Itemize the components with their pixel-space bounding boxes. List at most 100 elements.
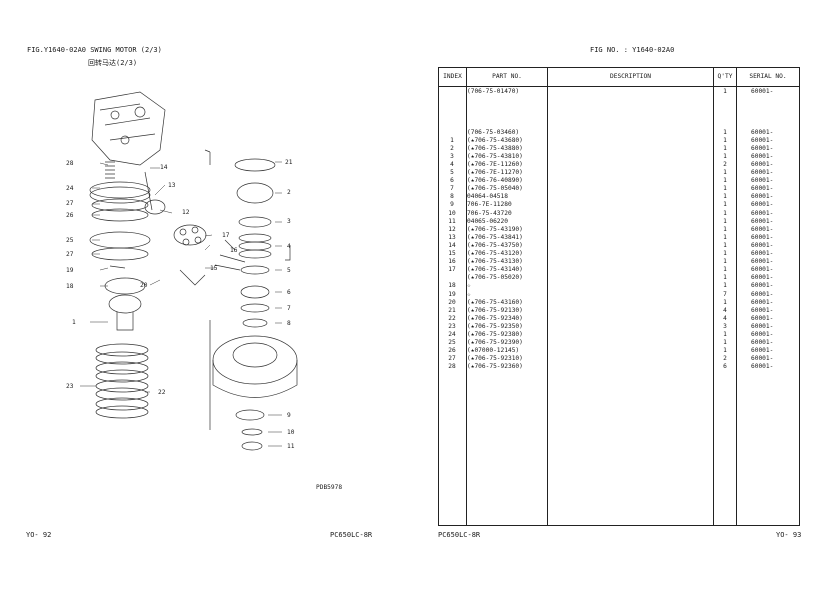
plate-21 bbox=[234, 158, 276, 172]
row-qty: 1 bbox=[723, 233, 727, 241]
row-part-no: ☆ bbox=[467, 290, 471, 298]
table-row: 2(★706-75-43880). BEARING···············… bbox=[439, 145, 799, 153]
row-part-no: (★706-7E-11270) bbox=[467, 169, 523, 176]
table-row: 13(★706-75-43841). PLATE,VALVE··········… bbox=[439, 234, 799, 242]
col-serial: SERIAL NO. bbox=[749, 73, 787, 80]
row-index: 5 bbox=[450, 169, 454, 176]
table-row: 16(★706-75-43130). RING,CENTER··········… bbox=[439, 258, 799, 266]
row-serial: 60001- bbox=[751, 128, 774, 136]
callout-28: 28 bbox=[66, 160, 74, 167]
retainer-18 bbox=[104, 277, 146, 295]
callout-25: 25 bbox=[66, 237, 74, 244]
row-part-no: (★706-75-43190) bbox=[467, 225, 523, 233]
row-part-no: (706-75-01470) bbox=[467, 88, 520, 95]
callout-3: 3 bbox=[287, 218, 291, 225]
callout-23: 23 bbox=[66, 383, 74, 390]
row-serial: 60001- bbox=[751, 290, 774, 298]
row-serial: 60001- bbox=[751, 225, 774, 233]
table-row: (706-75-01470)MOTOR ASS'Y···············… bbox=[439, 88, 799, 96]
row-qty: 1 bbox=[723, 169, 727, 176]
row-part-no: (★706-75-43160) bbox=[467, 298, 523, 306]
row-serial: 60001- bbox=[751, 355, 774, 363]
row-serial: 60001- bbox=[751, 177, 774, 185]
row-serial: 60001- bbox=[751, 306, 774, 314]
bearing-2 bbox=[236, 182, 274, 204]
row-part-no: 04065-06220 bbox=[467, 217, 508, 225]
row-part-no: (★706-75-43140) bbox=[467, 266, 523, 274]
row-qty: 1 bbox=[723, 266, 727, 274]
plate-stack-23-22 bbox=[95, 343, 149, 419]
row-serial: 60001- bbox=[751, 274, 774, 282]
row-part-no: (★706-75-43750) bbox=[467, 241, 523, 249]
callout-27: 27 bbox=[66, 200, 74, 207]
row-part-no: (★706-75-92340) bbox=[467, 314, 523, 322]
row-part-no: (★706-75-43130) bbox=[467, 258, 523, 266]
page-number-right: YO- 93 bbox=[776, 531, 802, 539]
row-qty: 2 bbox=[723, 355, 727, 363]
table-row: 26(★07000-12145). O-RING················… bbox=[439, 347, 799, 355]
callout-12: 12 bbox=[182, 209, 190, 216]
table-row: (★706-75-05020). RETAINER KIT···········… bbox=[439, 274, 799, 282]
row-part-no: (706-75-03460) bbox=[467, 128, 520, 136]
row-qty: 1 bbox=[723, 274, 727, 282]
row-part-no: (★706-76-40890) bbox=[467, 177, 523, 185]
spacer-3 bbox=[238, 216, 272, 228]
callout-10: 10 bbox=[287, 429, 295, 436]
row-part-no: (★706-75-92310) bbox=[467, 355, 523, 363]
table-row: 24(★706-75-92380). PISTON,BRAKE·········… bbox=[439, 331, 799, 339]
callout-24: 24 bbox=[66, 185, 74, 192]
table-row: 20(★706-75-43160). PISTON SUB ASS'Y·····… bbox=[439, 299, 799, 307]
row-index: 22 bbox=[448, 314, 456, 322]
row-serial: 60001- bbox=[751, 258, 774, 266]
row-part-no: (★706-75-43120) bbox=[467, 250, 523, 257]
bearing-6 bbox=[240, 285, 270, 299]
row-index: 13 bbox=[448, 233, 456, 241]
row-index: 25 bbox=[448, 339, 456, 347]
row-index: 7 bbox=[450, 185, 454, 193]
table-row: 14(★706-75-43750). PIN,DOWEL············… bbox=[439, 242, 799, 250]
row-part-no: (★706-75-05020) bbox=[467, 274, 523, 282]
row-part-no: (★706-75-43841) bbox=[467, 233, 523, 241]
row-part-no: (★706-75-92380) bbox=[467, 331, 523, 338]
row-serial: 60001- bbox=[751, 322, 774, 330]
row-index: 17 bbox=[448, 266, 456, 274]
model-label-left: PC650LC-8R bbox=[330, 531, 373, 539]
callout-15: 15 bbox=[210, 265, 218, 272]
row-qty: 1 bbox=[723, 225, 727, 233]
row-qty: 1 bbox=[723, 339, 727, 347]
row-serial: 60001- bbox=[751, 314, 774, 322]
table-row: 12(★706-75-43190). BLOCK,CYLINDER·······… bbox=[439, 226, 799, 234]
row-index: 27 bbox=[448, 355, 456, 363]
callout-8: 8 bbox=[287, 320, 291, 327]
row-serial: 60001- bbox=[751, 331, 774, 338]
row-part-no: (★706-7E-11260) bbox=[467, 160, 523, 168]
table-row: 28(★706-75-92360). SPRING···············… bbox=[439, 363, 799, 371]
piston-20 bbox=[179, 269, 206, 286]
row-part-no: (★07000-12145) bbox=[467, 347, 520, 355]
row-qty: 1 bbox=[723, 193, 727, 201]
row-qty: 1 bbox=[723, 250, 727, 257]
springs-4 bbox=[238, 233, 272, 259]
row-qty: 1 bbox=[723, 128, 727, 136]
model-label-right: PC650LC-8R bbox=[438, 531, 481, 539]
row-index: 11 bbox=[448, 217, 456, 225]
table-row: 括FIGS.Y1640-01A0至Y1640-03A0的所有零件 bbox=[439, 120, 799, 128]
row-part-no: (★706-75-92360) bbox=[467, 363, 523, 371]
table-row: SHOWN IN FIGS.Y1640-01A0 TO Y1640-03A0. bbox=[439, 104, 799, 112]
ring-27b bbox=[91, 247, 149, 261]
center-shaft-15 bbox=[214, 264, 241, 271]
row-qty: 1 bbox=[723, 298, 727, 306]
row-qty: 1 bbox=[723, 185, 727, 193]
row-serial: 60001- bbox=[751, 152, 774, 160]
row-index: 12 bbox=[448, 225, 456, 233]
motor-housing-part bbox=[91, 91, 166, 166]
row-index: 28 bbox=[448, 363, 456, 371]
callout-27b: 27 bbox=[66, 251, 74, 258]
row-index: 14 bbox=[448, 241, 456, 249]
row-qty: 1 bbox=[723, 201, 727, 209]
callout-2: 2 bbox=[287, 189, 291, 196]
row-part-no: (★706-75-43880) bbox=[467, 144, 523, 152]
valve-plate-13 bbox=[144, 199, 166, 215]
